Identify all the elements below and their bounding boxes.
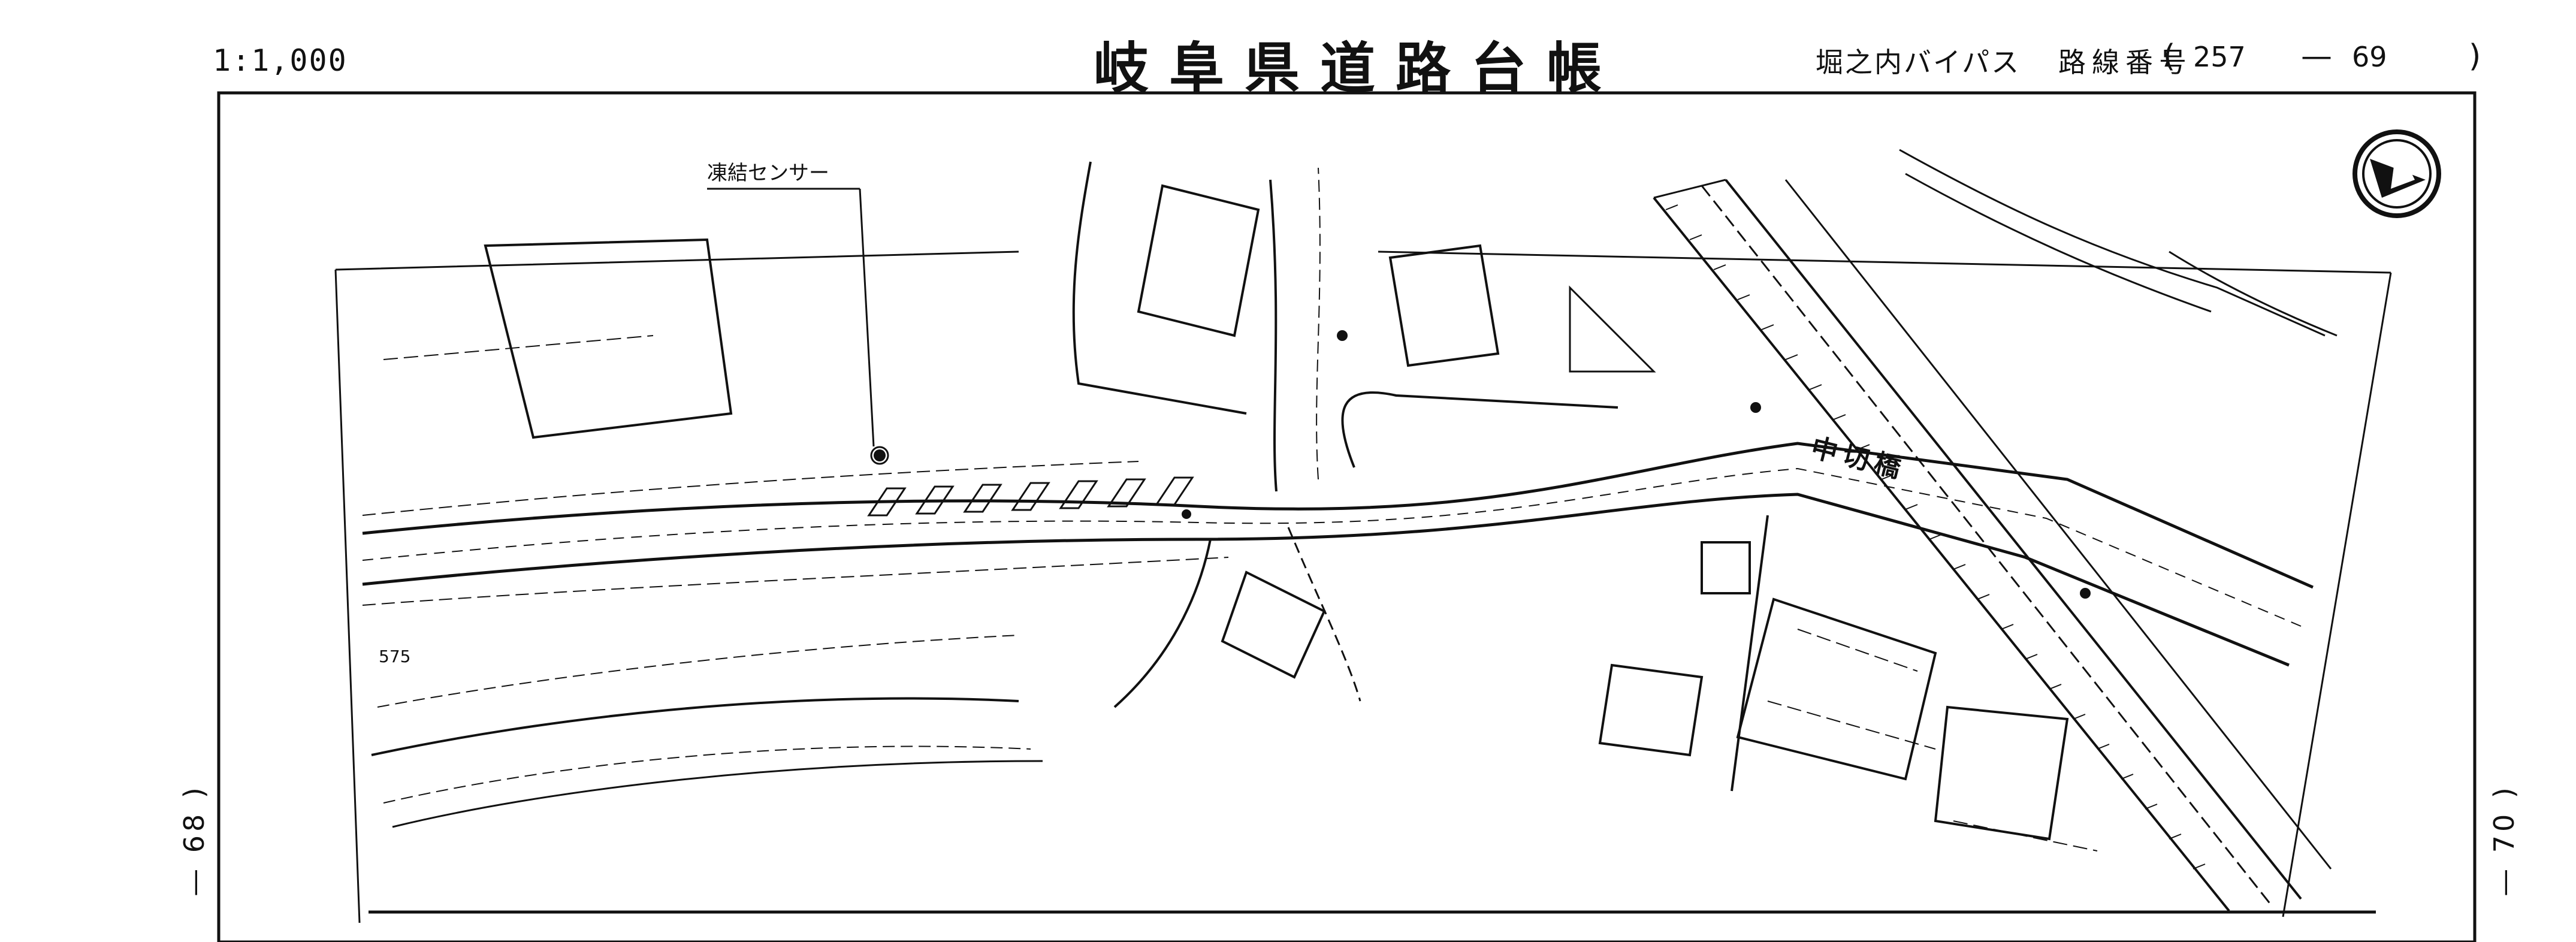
route-sheet-number: 69 <box>2352 41 2387 73</box>
building-1 <box>1137 184 1260 337</box>
building-4 <box>1221 570 1326 679</box>
building-5 <box>1701 541 1751 594</box>
building-3 <box>1388 244 1500 367</box>
route-code: 257 <box>2193 41 2246 73</box>
elevation-label: 575 <box>379 647 410 666</box>
sensor-leader <box>707 188 889 465</box>
route-number-label: 路線番号 <box>2058 46 2193 78</box>
triangle-embankment <box>1569 285 1656 373</box>
buildings <box>484 161 2069 841</box>
route-close-paren: ) <box>2469 38 2481 74</box>
building-2 <box>484 238 733 439</box>
building-6 <box>1598 663 1704 757</box>
crosswalk-marks <box>867 476 1194 517</box>
route-open-paren: ( <box>2163 38 2176 74</box>
page-title: 岐阜県道路台帳 <box>1094 37 1623 101</box>
north-arrow-icon <box>2352 129 2441 218</box>
bridge-label: 中切橋 <box>1808 433 1910 486</box>
lower-road <box>371 635 1043 828</box>
north-side-road <box>1269 167 1618 492</box>
route-name: 堀之内バイパス <box>1816 46 2021 78</box>
map-scale: 1:1,000 <box>213 43 348 78</box>
building-7 <box>1736 597 1937 781</box>
survey-boundary <box>334 250 2392 923</box>
embankment-hatch <box>1665 204 2206 869</box>
building-9 <box>1072 161 1247 415</box>
sensor-label: 凍結センサー <box>707 161 829 185</box>
property-lines <box>383 335 2098 852</box>
map-frame <box>217 91 2477 942</box>
river-embankment <box>1653 179 2332 912</box>
upper-river-bank <box>1899 149 2338 337</box>
south-side-road <box>1113 515 1769 792</box>
route-separator: — <box>2301 38 2332 74</box>
poles <box>874 330 2091 599</box>
building-8 <box>1934 705 2069 841</box>
